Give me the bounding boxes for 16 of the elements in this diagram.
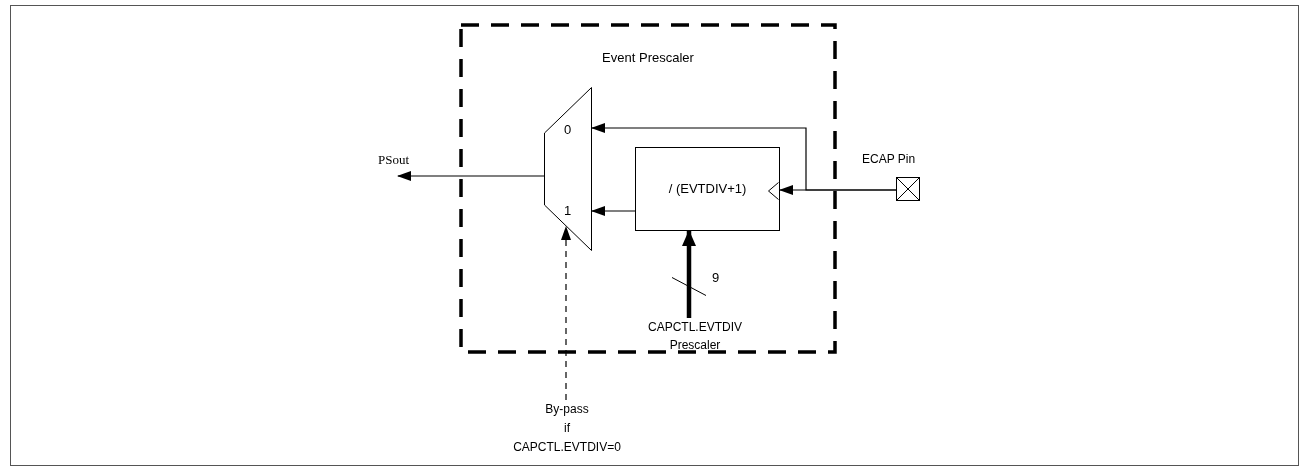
signal-label: CAPCTL.EVTDIV Prescaler [647,319,743,352]
connector-arrow [561,226,571,401]
output-signal-label: PSout [378,151,410,169]
mux-input-label: 0 [564,123,572,136]
connector-arrow [779,185,897,195]
divider-block [635,147,780,231]
mux-input-label: 1 [564,204,572,217]
edge-label: 9 [712,270,720,284]
group-title: Event Prescaler [601,49,695,67]
signal-label: By-pass if CAPCTL.EVTDIV=0 [513,401,621,456]
pin-label: ECAP Pin [862,151,916,168]
connector-arrow [591,206,636,216]
dashed-group-box [459,23,837,354]
divider-label: / (EVTDIV+1) [668,180,747,199]
connector-arrow [682,230,696,318]
connector-arrow [397,171,545,181]
